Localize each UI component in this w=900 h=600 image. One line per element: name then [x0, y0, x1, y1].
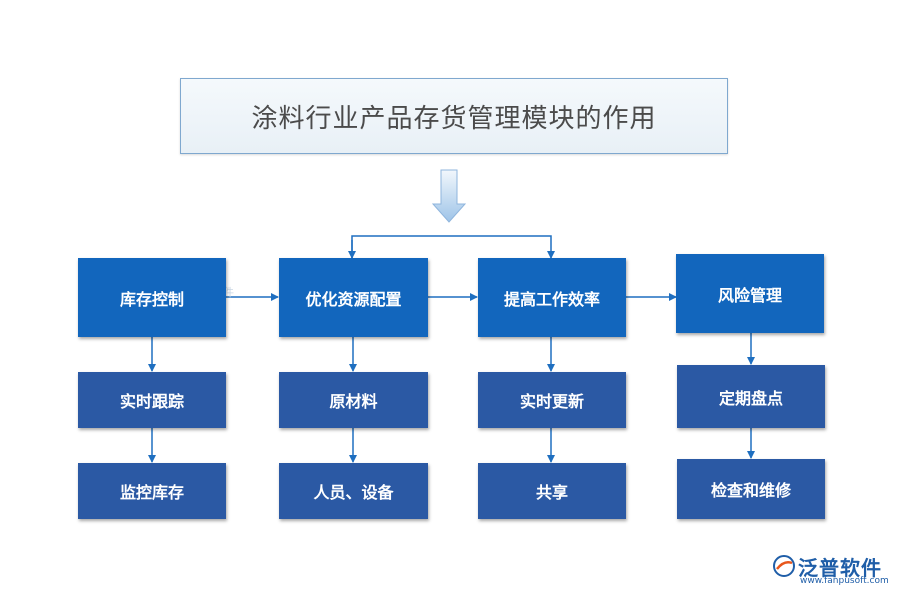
box-risk-management: 风险管理	[676, 254, 824, 333]
box-label: 实时跟踪	[119, 392, 184, 411]
box-inspection-repair: 检查和维修	[677, 459, 825, 519]
box-periodic-inventory: 定期盘点	[677, 365, 825, 428]
box-realtime-update: 实时更新	[478, 372, 626, 428]
box-raw-materials: 原材料	[279, 372, 428, 428]
box-label: 风险管理	[717, 285, 782, 305]
bracket-connector	[351, 235, 555, 259]
logo-url: www.fanpusoft.com	[800, 576, 889, 586]
box-label: 优化资源配置	[305, 289, 402, 309]
box-inventory-control: 库存控制	[78, 258, 226, 337]
box-sharing: 共享	[478, 463, 626, 519]
logo-name: 泛普软件	[798, 556, 882, 580]
diagram-title: 涂料行业产品存货管理模块的作用	[251, 103, 657, 134]
box-label: 原材料	[329, 392, 378, 411]
box-personnel-equipment: 人员、设备	[279, 463, 428, 519]
box-label: 提高工作效率	[503, 289, 600, 309]
main-down-arrow	[431, 169, 467, 223]
box-label: 监控库存	[119, 483, 184, 502]
box-label: 定期盘点	[718, 388, 783, 408]
box-label: 检查和维修	[710, 481, 791, 500]
box-label: 库存控制	[119, 289, 184, 309]
box-label: 共享	[535, 483, 568, 502]
box-realtime-tracking: 实时跟踪	[78, 372, 226, 428]
box-improve-efficiency: 提高工作效率	[478, 258, 626, 337]
brand-logo: 泛普软件 www.fanpusoft.com	[772, 552, 892, 586]
title-box: 涂料行业产品存货管理模块的作用	[180, 78, 728, 154]
box-label: 人员、设备	[313, 483, 394, 502]
box-optimize-resources: 优化资源配置	[279, 258, 428, 337]
logo-icon	[773, 555, 795, 577]
box-monitor-inventory: 监控库存	[78, 463, 226, 519]
box-label: 实时更新	[519, 392, 584, 411]
